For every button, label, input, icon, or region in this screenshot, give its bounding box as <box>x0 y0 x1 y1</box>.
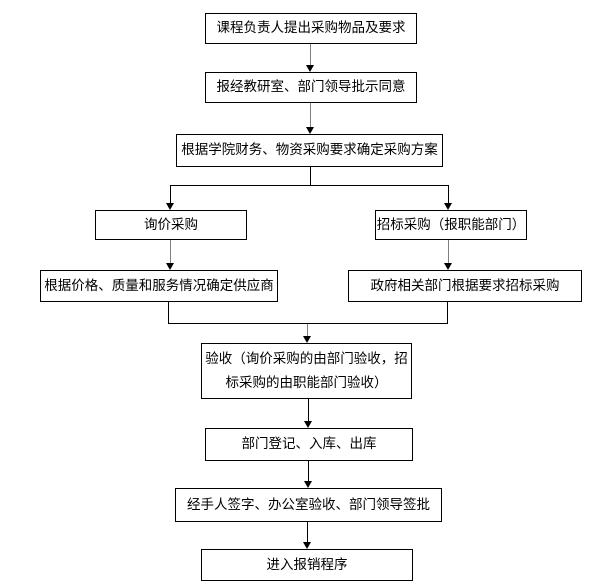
arrowhead-down-icon <box>444 203 452 210</box>
arrowhead-down-icon <box>306 127 314 134</box>
arrowhead-down-icon <box>444 263 452 270</box>
connector-approval-to-plan-line <box>310 103 311 128</box>
arrowhead-down-icon <box>166 263 174 270</box>
arrowhead-down-icon <box>304 481 312 488</box>
connector-inquiry-to-supplier-line <box>170 240 171 264</box>
connector-tender-to-gov-line <box>448 240 449 264</box>
flow-node-acceptance: 验收（询价采购的由部门验收，招标采购的由职能部门验收） <box>201 343 412 399</box>
flow-node-determine-plan: 根据学院财务、物资采购要求确定采购方案 <box>176 134 443 167</box>
arrowhead-down-icon <box>303 336 311 343</box>
arrowhead-down-icon <box>303 542 311 549</box>
connector-plan-to-inquiry-line <box>170 185 171 204</box>
arrowhead-down-icon <box>306 65 314 72</box>
flow-node-inquiry-purchase: 询价采购 <box>95 210 247 240</box>
arrowhead-down-icon <box>304 421 312 428</box>
connector-propose-to-approval-line <box>310 44 311 66</box>
connector-gov-merge-line <box>447 302 448 324</box>
connector-plan-to-tender-line <box>448 185 449 204</box>
flow-node-select-supplier: 根据价格、质量和服务情况确定供应商 <box>40 270 278 302</box>
connector-merge-horizontal-line <box>168 323 448 324</box>
connector-register-to-signatures-line <box>308 461 309 482</box>
connector-supplier-merge-line <box>168 302 169 324</box>
connector-signatures-to-reimbursement-line <box>307 522 308 543</box>
arrowhead-down-icon <box>166 203 174 210</box>
flow-node-gov-tender: 政府相关部门根据要求招标采购 <box>348 270 582 302</box>
flow-node-reimbursement: 进入报销程序 <box>201 549 413 581</box>
flow-node-signatures: 经手人签字、办公室验收、部门领导签批 <box>175 488 442 522</box>
connector-plan-split-stem-line <box>310 167 311 186</box>
flow-node-register-storage: 部门登记、入库、出库 <box>205 428 413 461</box>
connector-merge-to-acceptance-line <box>307 324 308 337</box>
flow-node-leader-approval: 报经教研室、部门领导批示同意 <box>205 72 417 103</box>
connector-acceptance-to-register-line <box>308 399 309 422</box>
flow-node-propose-purchase: 课程负责人提出采购物品及要求 <box>205 13 417 44</box>
connector-plan-split-horizontal-line <box>170 185 449 186</box>
flow-node-tender-purchase: 招标采购（报职能部门） <box>375 210 527 240</box>
